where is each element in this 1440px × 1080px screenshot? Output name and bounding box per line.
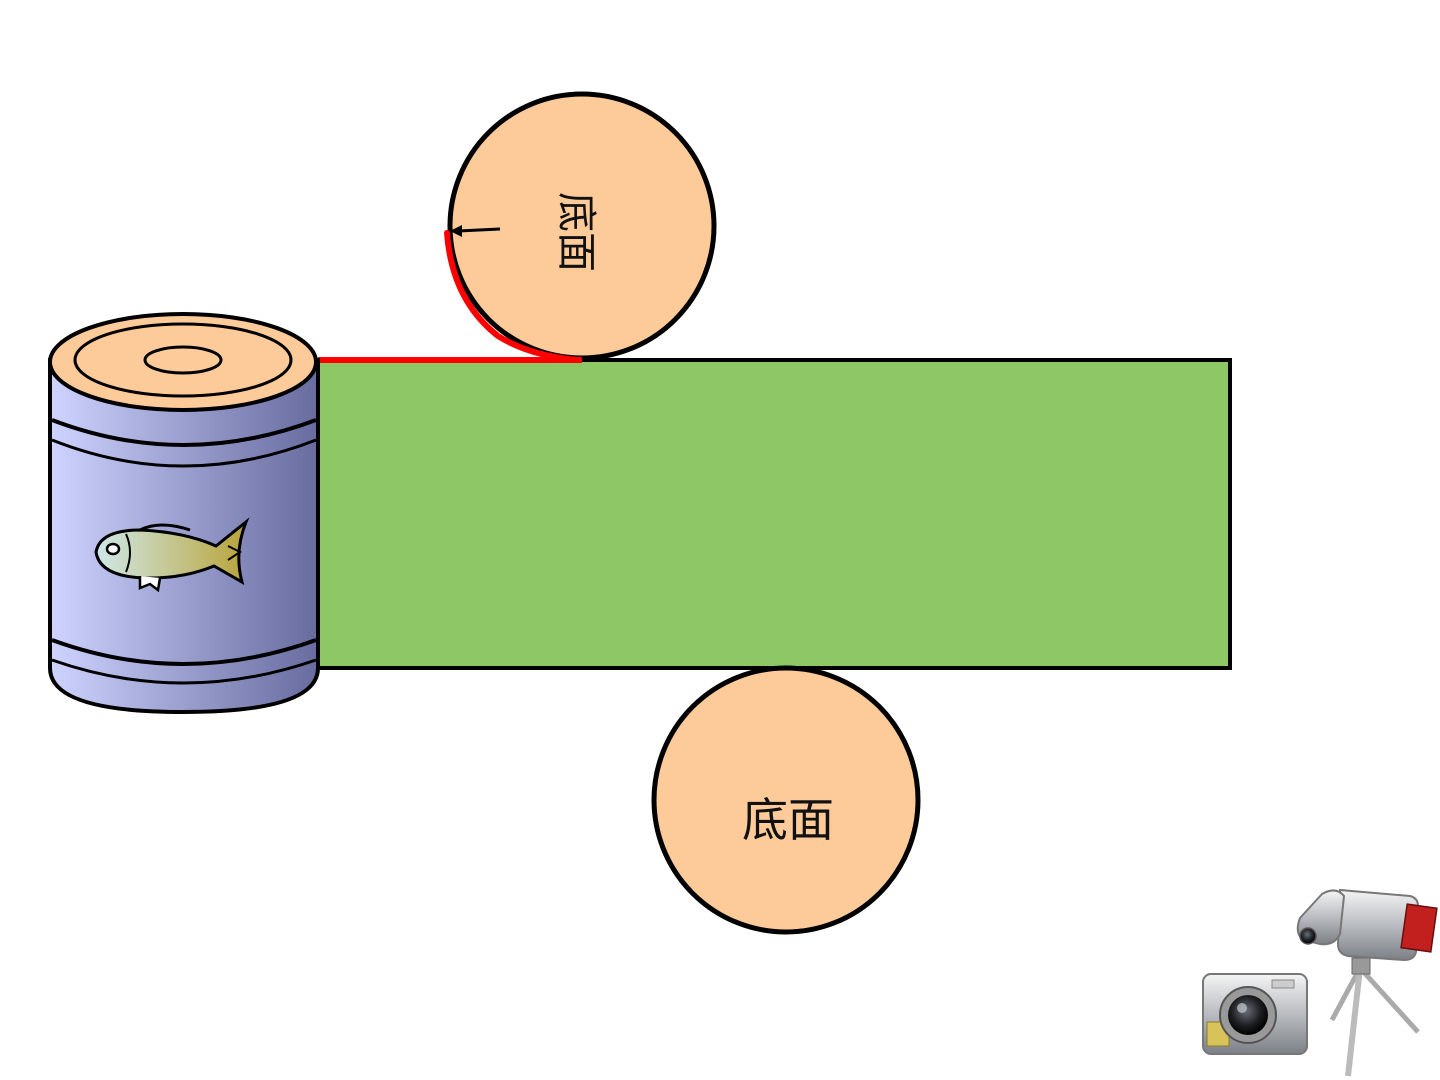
lateral-surface-rectangle: [316, 358, 1232, 670]
digital-camera-icon: [1202, 973, 1308, 1055]
tin-can-icon: [48, 312, 320, 715]
camcorder-on-tripod-icon: [1296, 888, 1438, 1077]
top-circle-label: 底面: [553, 192, 599, 272]
bottom-circle-label: 底面: [742, 793, 834, 847]
rolled-edge-highlight: [444, 230, 581, 363]
fish-icon: [94, 517, 250, 593]
arrow-icon: [450, 225, 501, 237]
top-base-circle: 底面: [444, 91, 717, 363]
bottom-base-circle: 底面: [651, 665, 921, 935]
